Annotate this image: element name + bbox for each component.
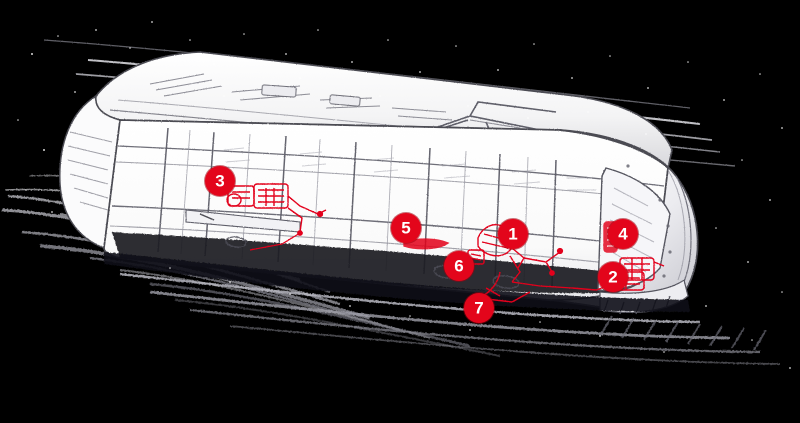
callout-marker-4[interactable]: 4 [608,219,638,249]
callout-marker-2[interactable]: 2 [598,262,628,292]
tram-rear-end [59,94,121,250]
callout-marker-label: 3 [215,171,225,190]
callout-marker-label: 4 [618,224,628,243]
component-2-module [571,257,665,291]
callout-leader-lines [249,232,573,289]
callout-marker-label: 2 [608,267,618,286]
track-under-vehicle [104,236,781,365]
callout-marker-3[interactable]: 3 [205,166,235,196]
callout-marker-label: 5 [401,218,411,237]
tram-body-side [103,119,669,302]
callout-marker-7[interactable]: 7 [464,293,494,323]
callout-marker-6[interactable]: 6 [444,251,474,281]
component-5-bar [403,238,450,250]
callout-marker-1[interactable]: 1 [498,219,528,249]
callout-marker-label: 7 [474,298,484,317]
callout-marker-5[interactable]: 5 [391,213,421,243]
callout-marker-label: 1 [508,224,518,243]
component-3-module [226,183,327,236]
callout-marker-label: 6 [454,256,464,275]
